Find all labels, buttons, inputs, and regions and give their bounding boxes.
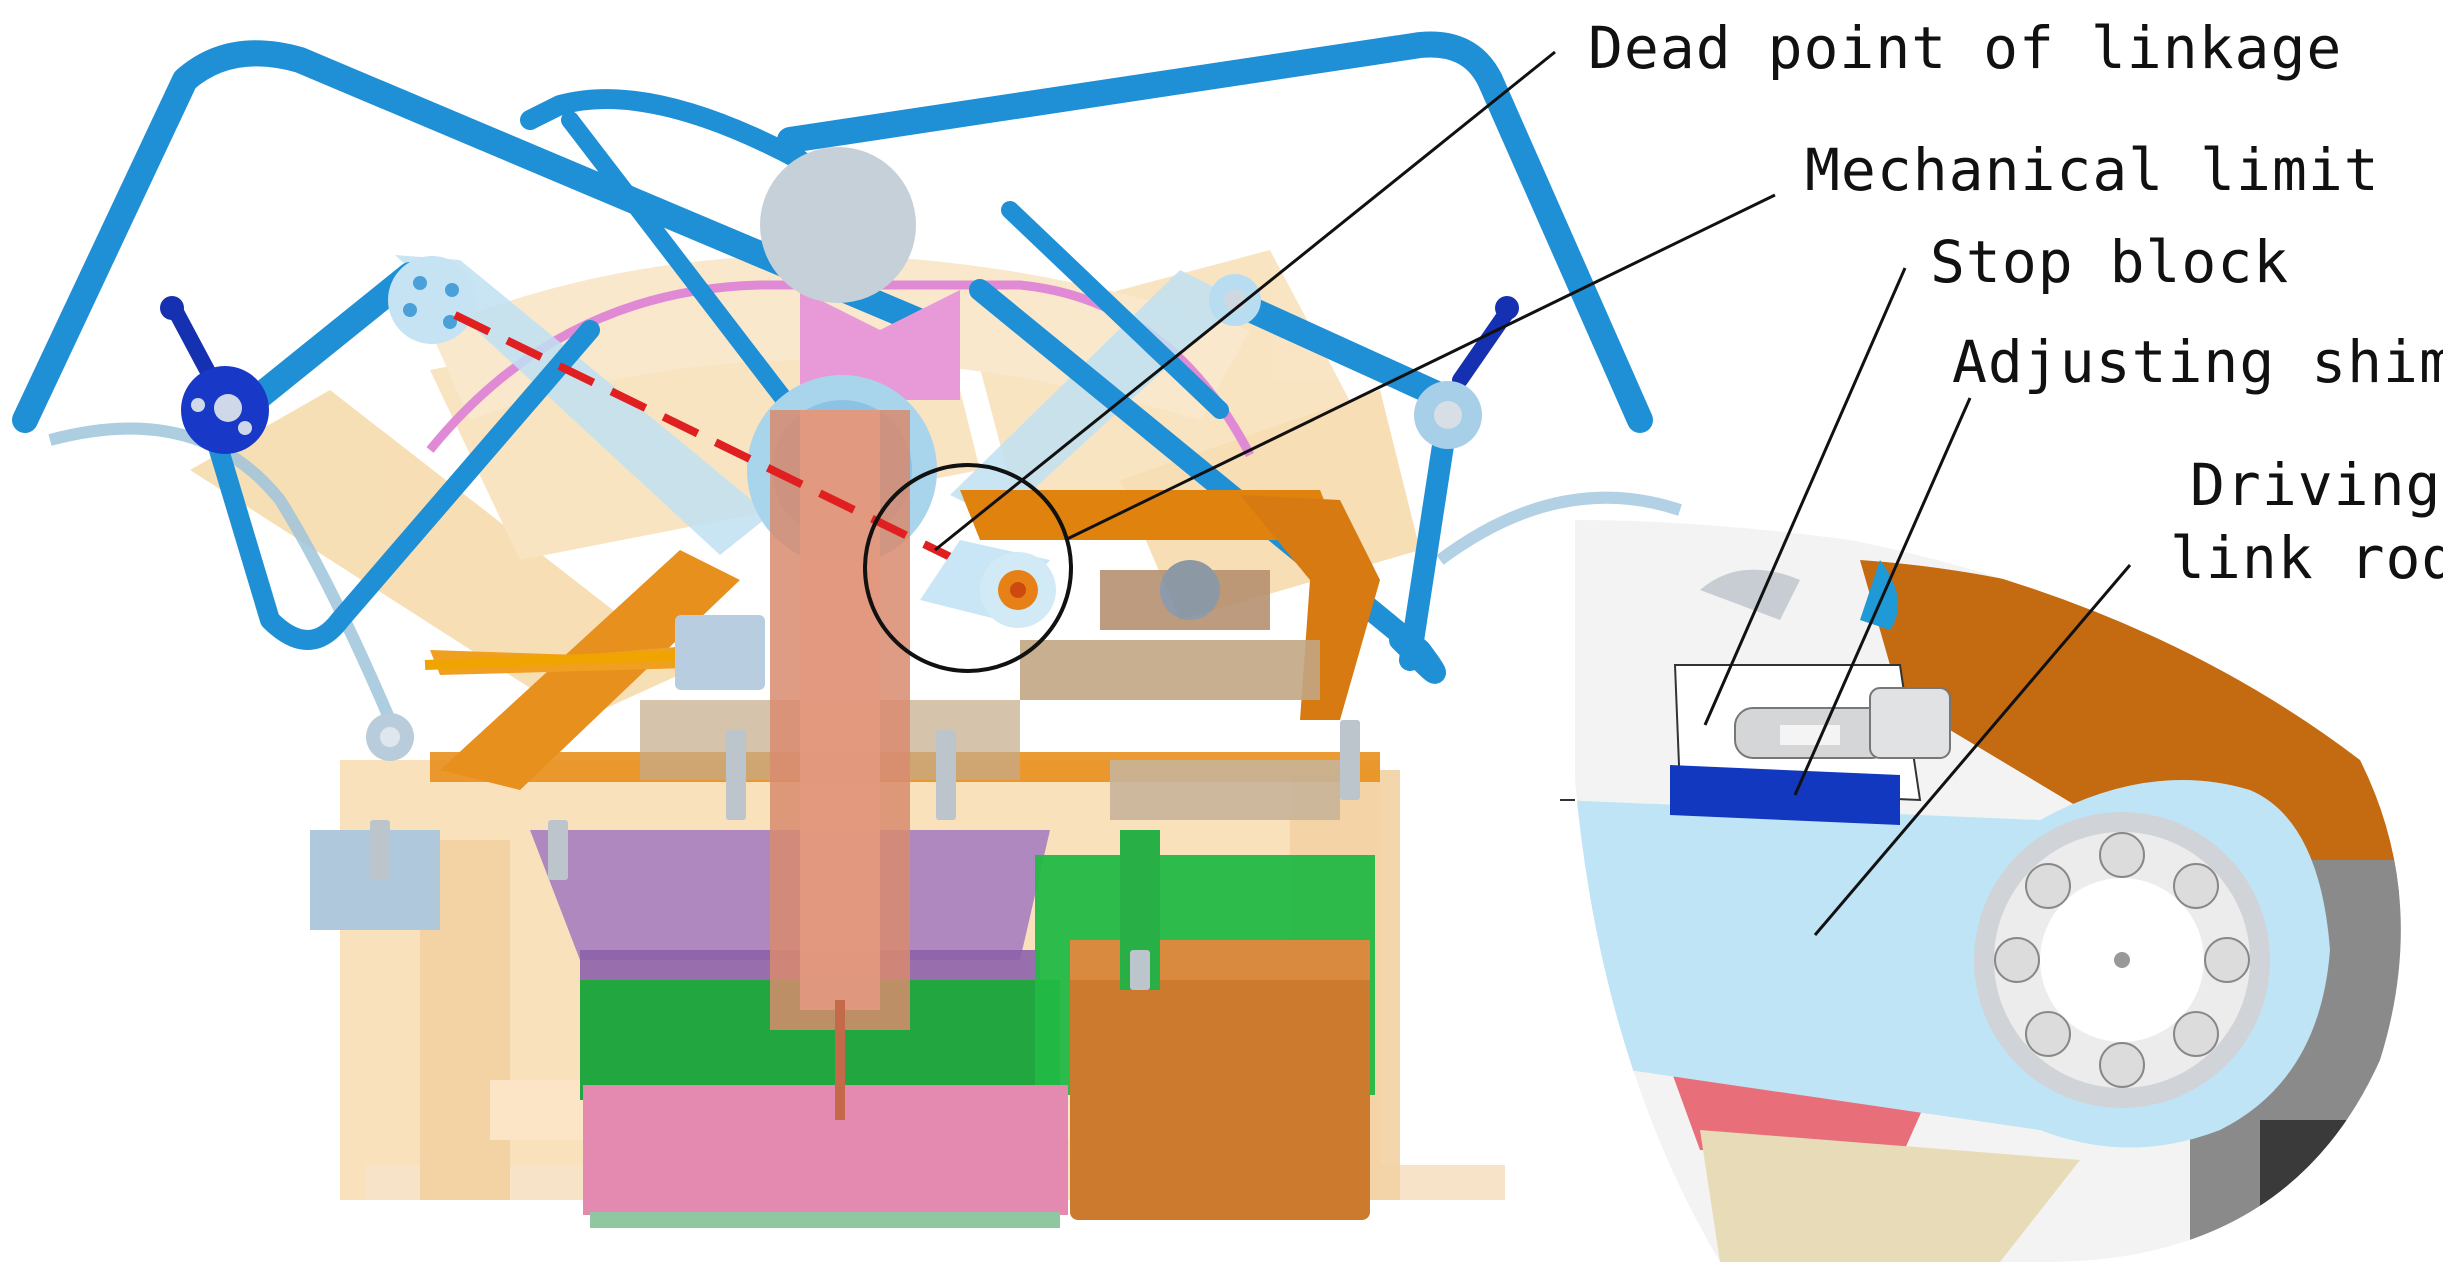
ball-bearing <box>1974 812 2270 1108</box>
label-link-rod: link rod <box>2170 524 2443 592</box>
label-stop-block: Stop block <box>1930 228 2289 296</box>
label-adjusting-shim: Adjusting shim <box>1952 328 2443 396</box>
copper-spindle <box>770 410 910 1120</box>
yellow-thin-link <box>424 650 691 670</box>
pivot-joints <box>366 256 1482 761</box>
magnifier-circle <box>863 463 1073 673</box>
detail-inset <box>1560 520 2401 1262</box>
driving-link-rod-small <box>920 540 1056 628</box>
leader-lines <box>934 50 2132 936</box>
left-knob-lever <box>160 296 269 454</box>
pink-motor-cylinder <box>583 1085 1068 1215</box>
adjusting-shim <box>1670 765 1900 825</box>
dead-point-dashed-line <box>453 311 1020 594</box>
bolts <box>370 720 1360 990</box>
label-dead-point-of-linkage: Dead point of linkage <box>1588 14 2342 82</box>
stop-block <box>1673 664 1951 802</box>
annotation-labels: Dead point of linkage Mechanical limit S… <box>1588 14 2443 592</box>
label-driving: Driving <box>2190 451 2441 519</box>
grey-blue-block <box>675 615 765 690</box>
bronze-motor <box>1070 830 1370 1220</box>
label-mechanical-limit: Mechanical limit <box>1805 136 2380 204</box>
top-ball-joint <box>760 147 960 400</box>
right-knob-lever <box>1452 296 1519 388</box>
main-mechanism-assembly <box>12 31 1682 1228</box>
blue-outer-frame <box>12 31 1653 684</box>
